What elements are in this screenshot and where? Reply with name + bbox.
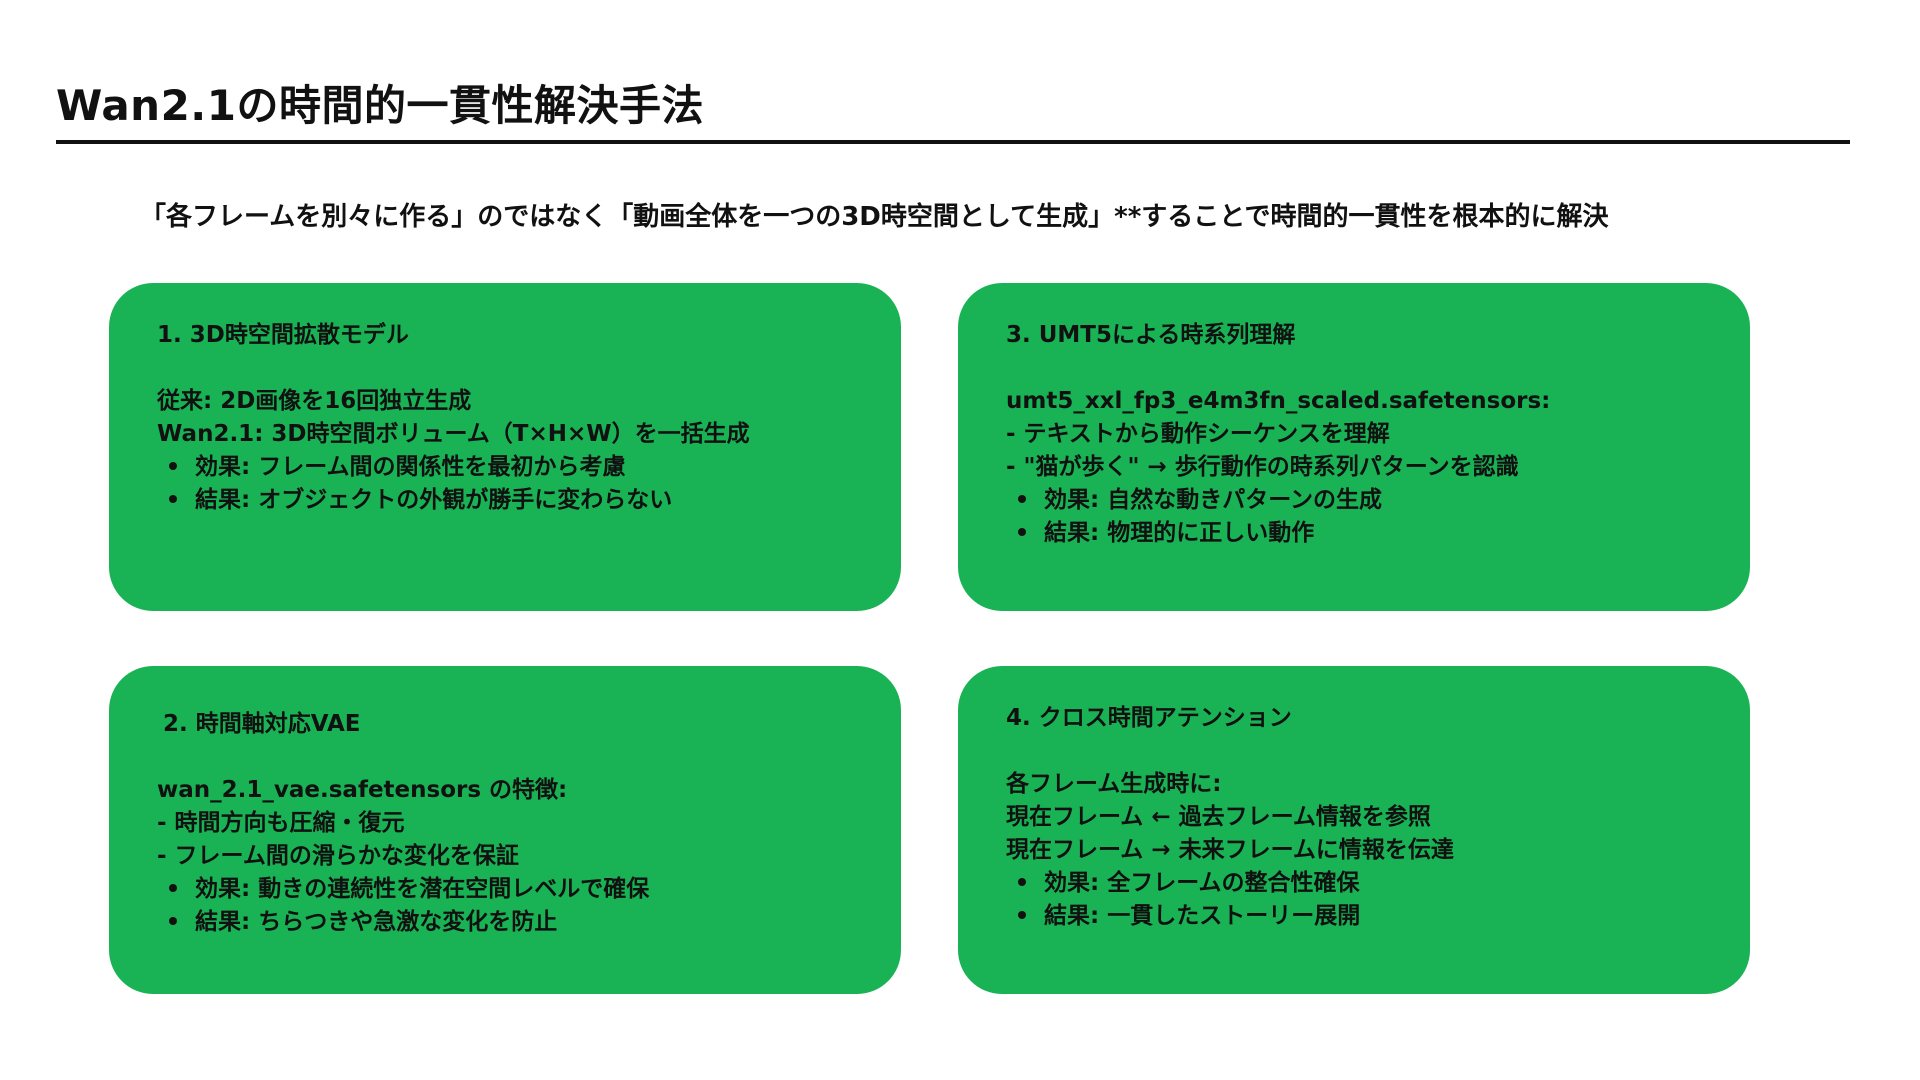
card-line: wan_2.1_vae.safetensors の特徴: [157,777,568,803]
card-line: - 時間方向も圧縮・復元 [157,810,405,836]
bullet-dot-icon [169,494,177,503]
bullet-dot-icon [1018,527,1026,536]
card-line: - テキストから動作シーケンスを理解 [1006,421,1390,447]
card-line: Wan2.1: 3D時空間ボリューム（T×H×W）を一括生成 [157,421,750,447]
card-line: - "猫が歩く" → 歩行動作の時系列パターンを認識 [1006,454,1519,480]
card-line: 現在フレーム ← 過去フレーム情報を参照 [1006,804,1431,830]
bullet-item: 効果: 自然な動きパターンの生成 [1006,484,1750,517]
card-title: 4. クロス時間アテンション [1006,705,1292,731]
bullet-text: 結果: ちらつきや急激な変化を防止 [195,909,558,935]
card-cross-temporal-attention: 4. クロス時間アテンション 各フレーム生成時に: 現在フレーム ← 過去フレー… [958,666,1750,994]
bullet-dot-icon [169,883,177,892]
title-divider [56,140,1850,144]
card-line: 従来: 2D画像を16回独立生成 [157,388,472,414]
card-title: 1. 3D時空間拡散モデル [157,322,409,348]
card-bullet-list: 効果: 自然な動きパターンの生成 結果: 物理的に正しい動作 [1006,484,1750,550]
card-line: - フレーム間の滑らかな変化を保証 [157,843,519,869]
bullet-text: 結果: 一貫したストーリー展開 [1044,903,1361,929]
card-3d-spatiotemporal-diffusion: 1. 3D時空間拡散モデル 従来: 2D画像を16回独立生成 Wan2.1: 3… [109,283,901,611]
bullet-item: 効果: 動きの連続性を潜在空間レベルで確保 [157,873,901,906]
bullet-dot-icon [169,916,177,925]
card-bullet-list: 効果: 全フレームの整合性確保 結果: 一貫したストーリー展開 [1006,867,1750,933]
card-bullet-list: 効果: フレーム間の関係性を最初から考慮 結果: オブジェクトの外観が勝手に変わ… [157,451,901,517]
bullet-item: 結果: 一貫したストーリー展開 [1006,900,1750,933]
bullet-item: 結果: ちらつきや急激な変化を防止 [157,906,901,939]
bullet-item: 効果: フレーム間の関係性を最初から考慮 [157,451,901,484]
bullet-text: 効果: 動きの連続性を潜在空間レベルで確保 [195,876,650,902]
card-title: 2. 時間軸対応VAE [163,711,361,737]
bullet-item: 効果: 全フレームの整合性確保 [1006,867,1750,900]
bullet-item: 結果: 物理的に正しい動作 [1006,517,1750,550]
bullet-dot-icon [1018,494,1026,503]
bullet-dot-icon [1018,877,1026,886]
page-title: Wan2.1の時間的一貫性解決手法 [56,81,704,130]
card-temporal-vae: 2. 時間軸対応VAE wan_2.1_vae.safetensors の特徴:… [109,666,901,994]
bullet-text: 効果: フレーム間の関係性を最初から考慮 [195,454,626,480]
card-umt5-temporal-understanding: 3. UMT5による時系列理解 umt5_xxl_fp3_e4m3fn_scal… [958,283,1750,611]
bullet-text: 効果: 自然な動きパターンの生成 [1044,487,1383,513]
bullet-dot-icon [169,461,177,470]
page-subtitle: 「各フレームを別々に作る」のではなく「動画全体を一つの3D時空間として生成」**… [140,202,1609,232]
bullet-text: 効果: 全フレームの整合性確保 [1044,870,1360,896]
card-title: 3. UMT5による時系列理解 [1006,322,1296,348]
card-line: 現在フレーム → 未来フレームに情報を伝達 [1006,837,1454,863]
bullet-text: 結果: オブジェクトの外観が勝手に変わらない [195,487,673,513]
bullet-dot-icon [1018,910,1026,919]
bullet-item: 結果: オブジェクトの外観が勝手に変わらない [157,484,901,517]
bullet-text: 結果: 物理的に正しい動作 [1044,520,1315,546]
card-line: umt5_xxl_fp3_e4m3fn_scaled.safetensors: [1006,388,1551,414]
card-bullet-list: 効果: 動きの連続性を潜在空間レベルで確保 結果: ちらつきや急激な変化を防止 [157,873,901,939]
card-line: 各フレーム生成時に: [1006,771,1222,797]
